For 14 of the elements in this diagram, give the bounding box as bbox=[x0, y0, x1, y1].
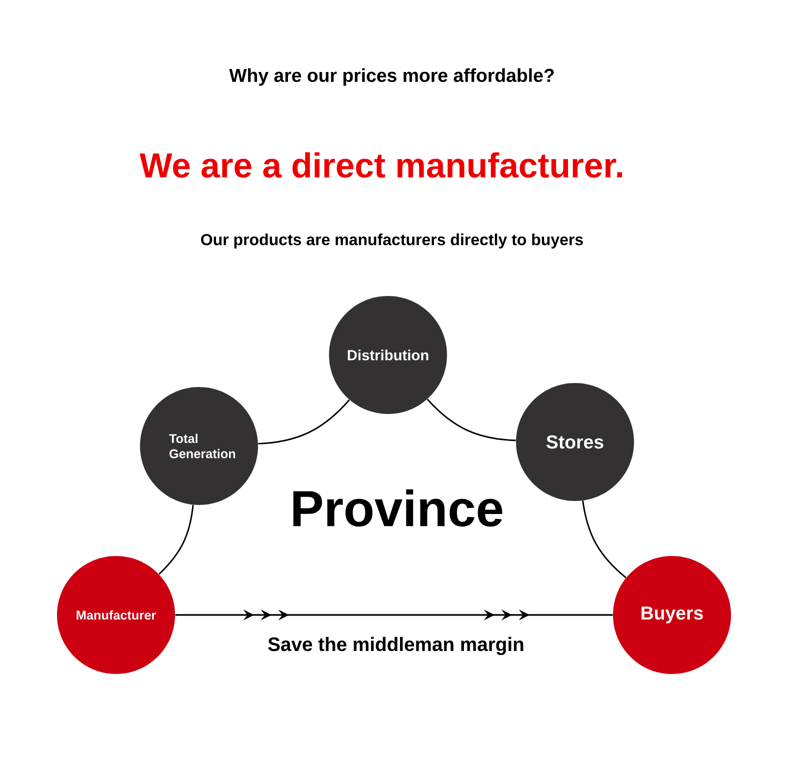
center-label: Province bbox=[293, 489, 502, 527]
headline: We are a direct manufacturer. bbox=[140, 152, 622, 178]
circle-node: Total Generation bbox=[140, 387, 258, 505]
heading: Why are our prices more affordable? bbox=[229, 68, 554, 86]
circle-node: Distribution bbox=[329, 296, 447, 414]
edge-label: Save the middleman margin bbox=[266, 636, 526, 656]
circle-node: Stores bbox=[516, 383, 634, 501]
arc-line bbox=[158, 504, 194, 575]
circle-node: Manufacturer bbox=[57, 556, 175, 674]
circle-node: Buyers bbox=[613, 556, 731, 674]
arc-line bbox=[582, 500, 626, 578]
subheading: Our products are manufacturers directly to buyers bbox=[201, 234, 583, 248]
arc-line bbox=[258, 399, 350, 444]
arc-line bbox=[426, 398, 516, 442]
